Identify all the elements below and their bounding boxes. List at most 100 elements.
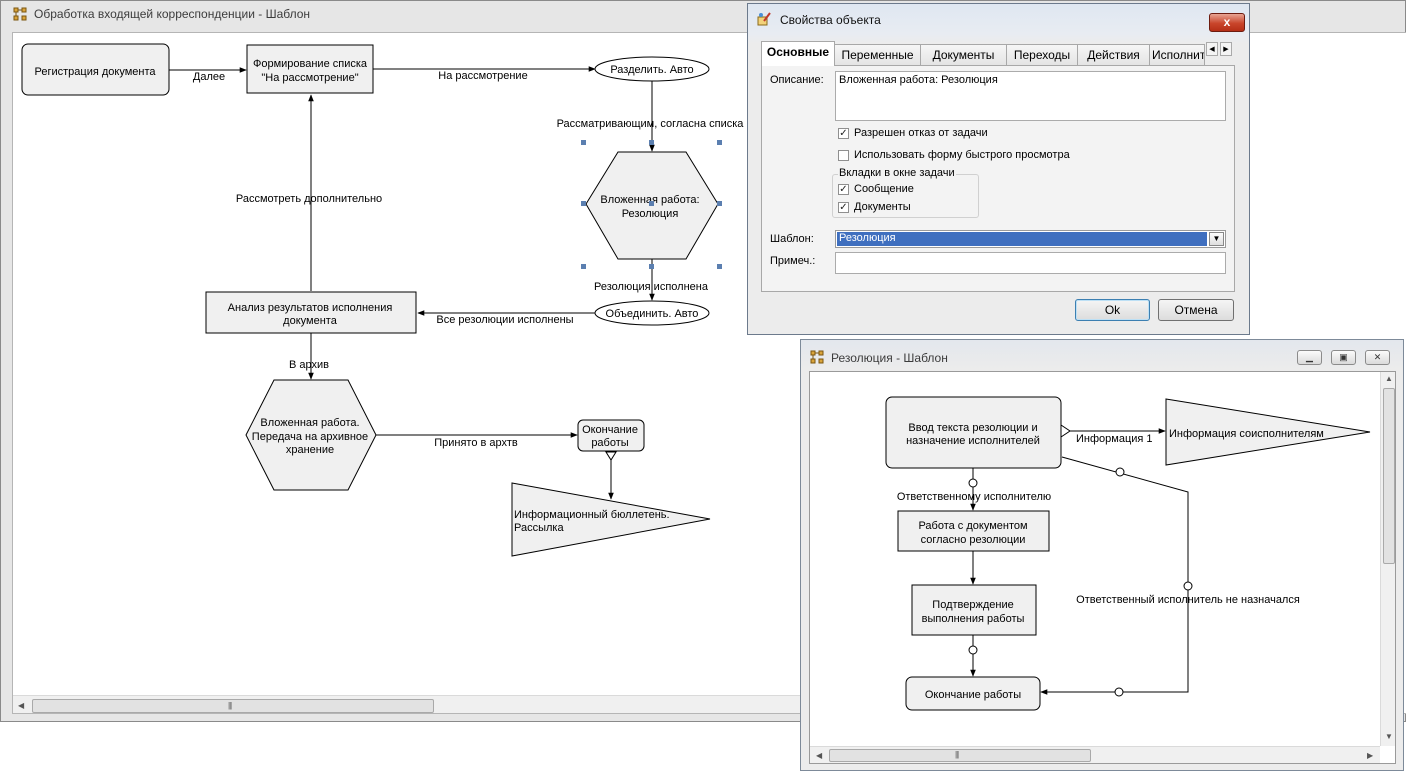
output-port-icon xyxy=(1060,424,1071,438)
svg-text:Работа с документом: Работа с документом xyxy=(918,520,1027,532)
tab-scroll-right-icon[interactable]: ▶ xyxy=(1220,42,1232,56)
svg-text:согласно резолюции: согласно резолюции xyxy=(921,534,1026,546)
node-analysis[interactable]: Анализ результатов исполнения документа xyxy=(205,291,417,334)
edge-label-resolution-done: Резолюция исполнена xyxy=(594,281,709,293)
edge-label-responsible: Ответственному исполнителю xyxy=(897,491,1051,503)
edge-label-reviewers: Рассматривающим, согласна списка xyxy=(557,118,745,130)
main-titlebar[interactable]: Обработка входящей корреспонденции - Шаб… xyxy=(1,1,1405,27)
maximize-button[interactable]: ▣ xyxy=(1331,350,1356,365)
svg-text:документа: документа xyxy=(283,315,338,327)
scroll-up-arrow-icon[interactable]: ▲ xyxy=(1385,374,1393,383)
properties-titlebar[interactable]: Свойства объекта x xyxy=(748,4,1249,32)
node-join-auto[interactable]: Объединить. Авто xyxy=(594,300,710,326)
svg-text:Ввод текста резолюции и: Ввод текста резолюции и xyxy=(908,422,1037,434)
close-button[interactable]: ✕ xyxy=(1365,350,1390,365)
resolution-horizontal-scrollbar[interactable]: ◀ ||| ▶ xyxy=(810,746,1380,763)
minimize-button[interactable]: ▁ xyxy=(1297,350,1322,365)
tab-documents-label: Документы xyxy=(854,201,911,213)
node-work-on-document[interactable]: Работа с документом согласно резолюции xyxy=(897,510,1050,552)
allow-refuse-checkbox[interactable]: ✓ xyxy=(838,128,849,139)
main-window-title: Обработка входящей корреспонденции - Шаб… xyxy=(34,7,311,21)
svg-text:Формирование списка: Формирование списка xyxy=(253,58,368,70)
scroll-left-arrow-icon[interactable]: ◀ xyxy=(18,701,25,710)
svg-text:назначение исполнителей: назначение исполнителей xyxy=(906,435,1040,447)
node-coexecutor-info[interactable]: Информация соисполнителям xyxy=(1165,398,1371,466)
close-button[interactable]: x xyxy=(1209,13,1245,32)
tab-actions[interactable]: Действия xyxy=(1077,44,1150,65)
scroll-right-arrow-icon[interactable]: ▶ xyxy=(1367,751,1374,760)
allow-refuse-label: Разрешен отказ от задачи xyxy=(854,127,988,139)
edge-label-to-review: На рассмотрение xyxy=(438,70,527,82)
checkmark-icon: ✓ xyxy=(839,128,848,139)
resolution-diagram-canvas[interactable]: Информация 1 Ответственному исполнителю … xyxy=(809,371,1396,764)
svg-text:Разделить. Авто: Разделить. Авто xyxy=(610,64,693,76)
quick-view-checkbox[interactable] xyxy=(838,150,849,161)
template-select[interactable]: Резолюция ▼ xyxy=(835,230,1226,248)
edge-label-to-archive: В архив xyxy=(289,359,329,371)
grip-icon: ||| xyxy=(955,750,959,759)
resolution-workflow-diagram[interactable]: Информация 1 Ответственному исполнителю … xyxy=(810,372,1380,746)
edge-label-no-responsible: Ответственный исполнитель не назначался xyxy=(1076,594,1300,606)
quick-view-label: Использовать форму быстрого просмотра xyxy=(854,149,1070,161)
resolution-vscroll-thumb[interactable] xyxy=(1383,388,1395,564)
node-registration[interactable]: Регистрация документа xyxy=(21,43,170,96)
properties-dialog: Свойства объекта x Основные Переменные Д… xyxy=(747,3,1250,335)
edge-label-next: Далее xyxy=(193,71,225,83)
port-circle xyxy=(1114,687,1124,697)
dropdown-arrow-icon[interactable]: ▼ xyxy=(1209,232,1224,246)
node-bulletin[interactable]: Информационный бюллетень. Рассылка xyxy=(511,482,711,557)
template-selected-value: Резолюция xyxy=(837,232,1207,246)
tab-documents-checkbox[interactable]: ✓ xyxy=(838,202,849,213)
tab-scroll-left-icon[interactable]: ◀ xyxy=(1206,42,1218,56)
cancel-button[interactable]: Отмена xyxy=(1158,299,1234,321)
svg-text:Объединить. Авто: Объединить. Авто xyxy=(606,308,699,320)
resolution-window: Резолюция - Шаблон ▁ ▣ ✕ xyxy=(800,339,1404,771)
note-field[interactable] xyxy=(835,252,1226,274)
resolution-hscroll-thumb[interactable]: ||| xyxy=(829,749,1091,762)
description-field[interactable]: Вложенная работа: Резолюция xyxy=(835,71,1226,121)
svg-text:Подтверждение: Подтверждение xyxy=(932,599,1013,611)
tab-executors[interactable]: Исполните xyxy=(1149,44,1205,65)
edge-label-review-again: Рассмотреть дополнительно xyxy=(236,193,382,205)
tab-documents[interactable]: Документы xyxy=(920,44,1007,65)
svg-text:Окончание: Окончание xyxy=(582,424,638,436)
svg-text:Резолюция: Резолюция xyxy=(622,208,679,220)
main-workflow-diagram[interactable]: Далее На рассмотрение Рассматривающим, с… xyxy=(13,33,1406,714)
scroll-left-arrow-icon[interactable]: ◀ xyxy=(816,751,823,760)
tab-message-label: Сообщение xyxy=(854,183,914,195)
tab-message-checkbox[interactable]: ✓ xyxy=(838,184,849,195)
node-split-auto[interactable]: Разделить. Авто xyxy=(594,56,710,82)
scroll-down-arrow-icon[interactable]: ▼ xyxy=(1385,732,1393,741)
workflow-app-icon xyxy=(810,350,824,364)
close-icon: x xyxy=(1223,15,1231,29)
main-scroll-thumb[interactable]: ||| xyxy=(32,699,434,713)
resolution-vertical-scrollbar[interactable]: ▲ ▼ xyxy=(1380,372,1395,746)
port-circle xyxy=(968,478,978,488)
node-end-work[interactable]: Окончание работы xyxy=(905,676,1041,711)
port-circle xyxy=(968,645,978,655)
tab-variables[interactable]: Переменные xyxy=(834,44,921,65)
svg-text:Рассылка: Рассылка xyxy=(514,522,564,534)
svg-text:Вложенная работа:: Вложенная работа: xyxy=(600,194,699,206)
ok-button[interactable]: Ok xyxy=(1075,299,1150,321)
task-tabs-group-label: Вкладки в окне задачи xyxy=(838,167,956,179)
main-horizontal-scrollbar[interactable]: ◀ ||| xyxy=(13,695,813,713)
resolution-titlebar[interactable]: Резолюция - Шаблон ▁ ▣ ✕ xyxy=(801,340,1403,366)
tab-main[interactable]: Основные xyxy=(761,41,835,66)
properties-icon xyxy=(757,12,771,26)
workflow-app-icon xyxy=(13,7,27,21)
template-label: Шаблон: xyxy=(770,233,814,245)
node-resolution-input[interactable]: Ввод текста резолюции и назначение испол… xyxy=(885,396,1062,469)
checkmark-icon: ✓ xyxy=(839,202,848,213)
node-review-list[interactable]: Формирование списка "На рассмотрение" xyxy=(246,44,374,94)
selection-handles[interactable] xyxy=(581,140,722,269)
tab-transitions[interactable]: Переходы xyxy=(1006,44,1078,65)
svg-text:Регистрация документа: Регистрация документа xyxy=(35,66,157,78)
maximize-icon: ▣ xyxy=(1339,352,1348,362)
node-confirm-work[interactable]: Подтверждение выполнения работы xyxy=(911,584,1037,636)
svg-text:выполнения работы: выполнения работы xyxy=(922,613,1025,625)
node-nested-archive[interactable]: Вложенная работа. Передача на архивное х… xyxy=(245,379,377,491)
checkmark-icon: ✓ xyxy=(839,184,848,195)
edge-no-responsible[interactable] xyxy=(1040,456,1189,695)
node-end-work[interactable]: Окончание работы xyxy=(577,419,645,452)
